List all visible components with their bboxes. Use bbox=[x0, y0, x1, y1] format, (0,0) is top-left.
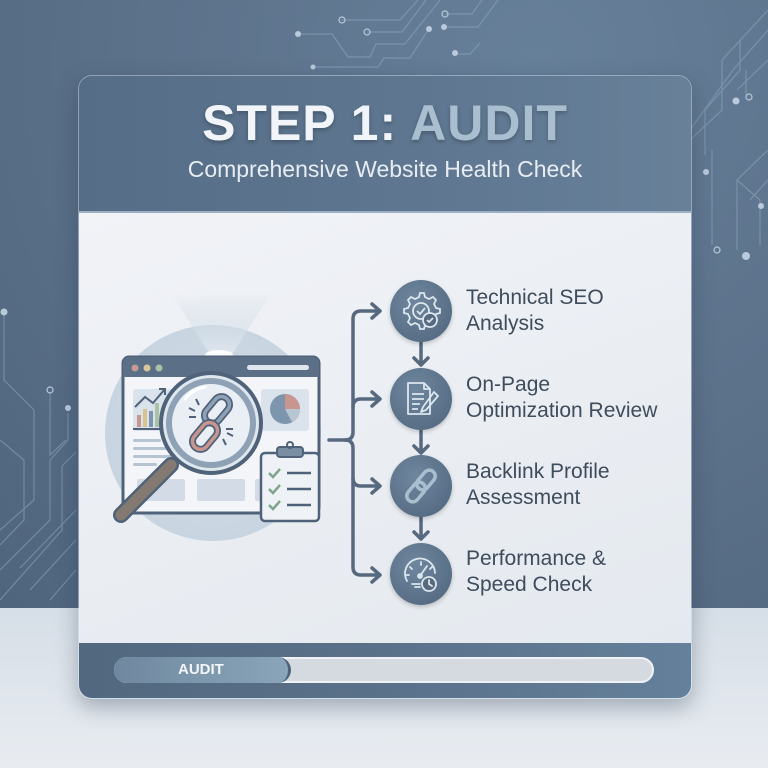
broken-link-icon bbox=[188, 393, 234, 453]
flow-connectors bbox=[327, 302, 430, 584]
connector-line bbox=[343, 438, 381, 577]
magnifying-glass-icon bbox=[113, 371, 263, 523]
page-title: STEP 1: AUDIT bbox=[79, 94, 691, 152]
step-4-title: Performance & bbox=[466, 547, 607, 570]
document-pencil-icon bbox=[407, 382, 439, 415]
step-1-label: Technical SEO Analysis bbox=[466, 285, 604, 337]
audit-illustration bbox=[105, 293, 321, 541]
light-beam-decoration bbox=[171, 293, 271, 353]
step-3-circle bbox=[390, 455, 452, 517]
progress-label: AUDIT bbox=[178, 661, 224, 678]
step-4-subtitle: Speed Check bbox=[466, 573, 593, 596]
progress-fill: AUDIT bbox=[114, 657, 291, 683]
step-1-subtitle: Analysis bbox=[466, 312, 545, 335]
circuit-pattern-decoration bbox=[0, 0, 768, 601]
audit-card: STEP 1: AUDIT Comprehensive Website Heal… bbox=[78, 75, 692, 699]
pie-chart-icon bbox=[270, 394, 300, 424]
checklist-clipboard-icon bbox=[259, 441, 321, 523]
step-2-label: On-Page Optimization Review bbox=[466, 372, 657, 424]
gear-check-icon bbox=[403, 292, 441, 330]
card-header: STEP 1: AUDIT Comprehensive Website Heal… bbox=[79, 76, 691, 211]
step-3-subtitle: Assessment bbox=[466, 486, 581, 509]
step-2-circle bbox=[390, 368, 452, 430]
card-body: Technical SEO Analysis On-Page Optimizat… bbox=[79, 211, 691, 645]
progress-bar: AUDIT bbox=[114, 657, 654, 683]
speedometer-clock-icon bbox=[404, 557, 437, 592]
step-3-label: Backlink Profile Assessment bbox=[466, 459, 610, 511]
step-3-title: Backlink Profile bbox=[466, 460, 610, 483]
step-2-title: On-Page bbox=[466, 373, 551, 396]
audit-steps-list: Technical SEO Analysis On-Page Optimizat… bbox=[79, 213, 691, 645]
step-1-title: Technical SEO bbox=[466, 286, 604, 309]
chain-link-icon bbox=[405, 468, 437, 504]
card-footer: AUDIT bbox=[79, 643, 691, 698]
step-2-subtitle: Optimization Review bbox=[466, 399, 658, 422]
subtitle: Comprehensive Website Health Check bbox=[187, 156, 583, 182]
title-prefix: STEP 1: bbox=[202, 95, 398, 151]
step-4-label: Performance & Speed Check bbox=[466, 546, 606, 598]
step-1-circle bbox=[390, 280, 452, 342]
step-4-circle bbox=[390, 543, 452, 605]
title-accent: AUDIT bbox=[410, 95, 568, 151]
